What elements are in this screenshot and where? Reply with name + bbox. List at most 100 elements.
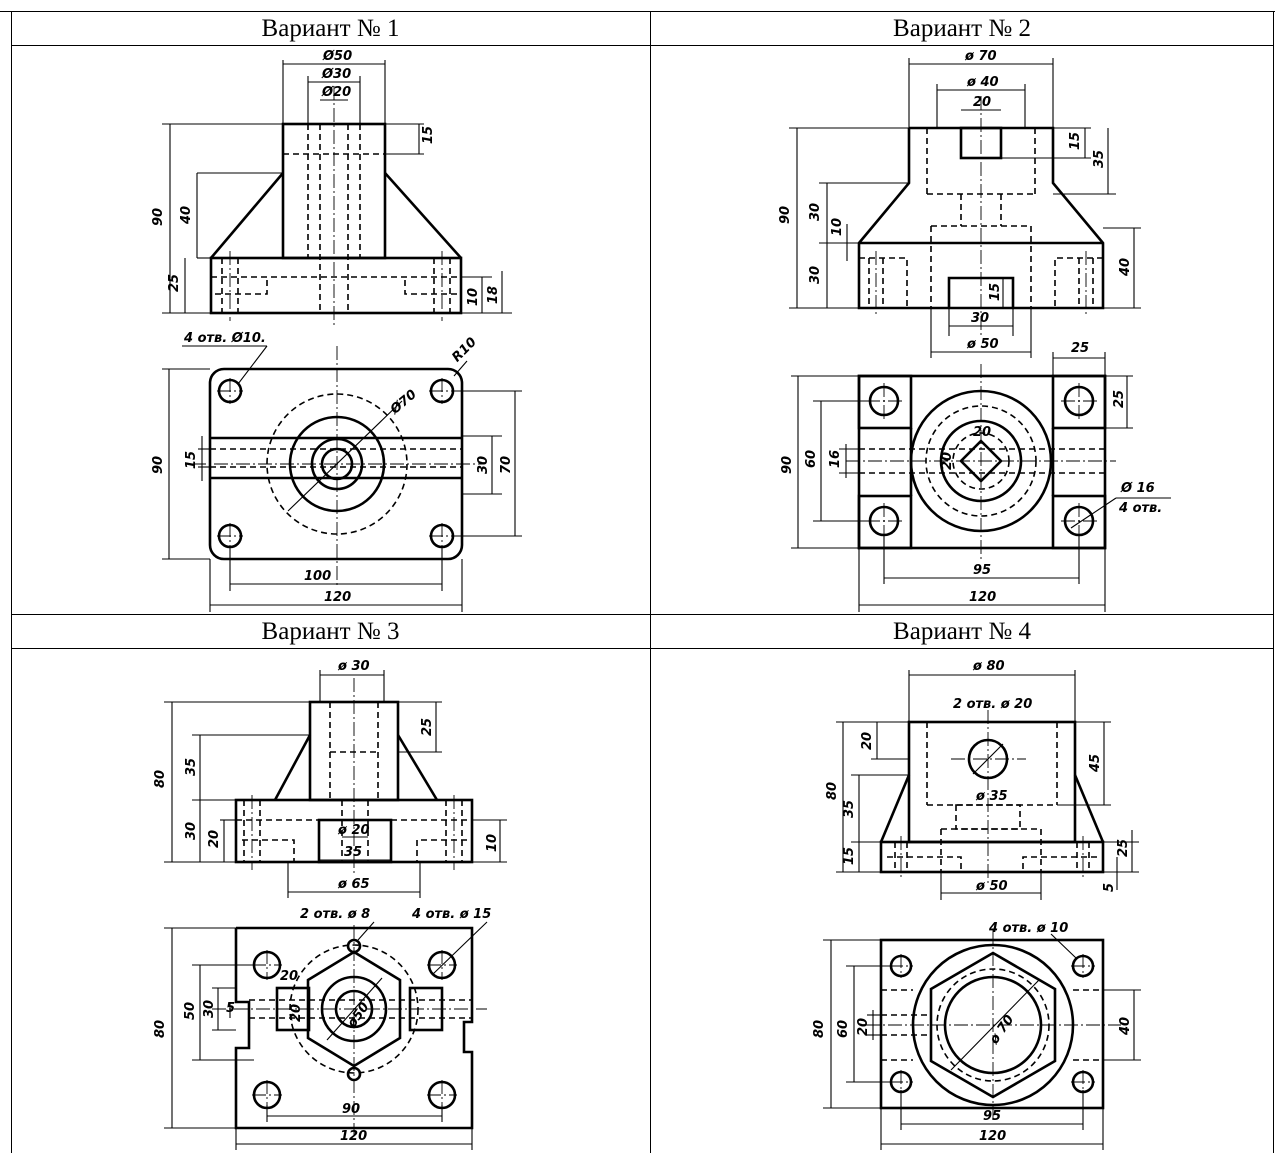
variant-1-title: Вариант № 1 — [11, 12, 650, 46]
variant-2-title: Вариант № 2 — [651, 12, 1273, 46]
table-divider-vertical — [650, 11, 651, 1153]
v3-dim-h80b: 80 — [153, 1020, 168, 1038]
v4-dim-d50: ø 50 — [975, 879, 1008, 894]
v4-dim-holes20: 2 отв. ø 20 — [953, 697, 1032, 712]
v3-dim-w90: 90 — [342, 1102, 360, 1117]
table-border-left — [11, 11, 12, 1153]
v2-dim-s20a: 20 — [973, 425, 991, 440]
table-border-right — [1273, 11, 1274, 1153]
v3-dim-s20b: 20 — [289, 1004, 304, 1022]
table-border-top — [0, 11, 1275, 12]
v1-dim-h15b: 15 — [184, 451, 199, 469]
v2-dim-w120: 120 — [969, 590, 996, 605]
variant-2-drawing: ø 70 ø 40 20 15 35 90 30 10 30 40 15 30 … — [778, 49, 1171, 612]
v4-dim-h20: 20 — [860, 732, 875, 750]
v3-dim-h25: 25 — [420, 718, 435, 736]
v4-dim-h15: 15 — [842, 847, 857, 865]
v3-dim-h30b: 30 — [202, 1000, 217, 1018]
v1-dim-holes: 4 отв. Ø10. — [183, 331, 266, 346]
v4-dim-w120: 120 — [979, 1129, 1006, 1144]
v4-dim-h45: 45 — [1088, 754, 1103, 773]
v1-dim-h90b: 90 — [151, 456, 166, 474]
v1-dim-h30: 30 — [476, 456, 491, 474]
variant-3-title: Вариант № 3 — [11, 615, 650, 649]
v1-dim-d30: Ø30 — [321, 67, 351, 82]
v1-dim-h25: 25 — [167, 274, 182, 292]
v2-dim-holes: 4 отв. — [1118, 501, 1162, 516]
v2-dim-h30a: 30 — [808, 203, 823, 221]
variant-4-title: Вариант № 4 — [651, 615, 1273, 649]
variant-1-drawing: Ø50 Ø30 Ø20 15 90 40 25 10 18 — [151, 49, 522, 612]
v4-dim-h40: 40 — [1118, 1017, 1133, 1036]
v3-dim-h10: 10 — [485, 834, 500, 852]
v3-dim-h50: 50 — [183, 1002, 198, 1020]
v3-dim-holes8: 2 отв. ø 8 — [300, 907, 370, 922]
v3-dim-d65: ø 65 — [337, 877, 370, 892]
table-divider-middle — [11, 614, 1274, 615]
v1-dim-r10: R10 — [449, 335, 479, 365]
v2-dim-h16: 16 — [828, 450, 843, 468]
v4-dim-h80: 80 — [825, 782, 840, 800]
v3-dim-h5: 5 — [226, 1001, 235, 1016]
v3-dim-s20a: 20 — [280, 969, 298, 984]
v4-dim-holes10: 4 отв. ø 10 — [988, 921, 1068, 936]
variant-3-top-view — [164, 921, 488, 1150]
v3-dim-d20: ø 20 — [337, 823, 370, 838]
v3-dim-holes15: 4 отв. ø 15 — [411, 907, 491, 922]
v1-dim-d50: Ø50 — [322, 49, 352, 64]
variant-1-top-view — [162, 345, 522, 612]
v2-dim-w25: 25 — [1071, 341, 1089, 356]
v2-dim-h40: 40 — [1118, 258, 1133, 277]
v4-dim-h60: 60 — [836, 1020, 851, 1038]
v3-dim-h35: 35 — [184, 758, 199, 776]
v3-dim-d30: ø 30 — [337, 659, 370, 674]
v2-dim-w30: 30 — [971, 311, 989, 326]
variant-4-drawing: ø 80 2 отв. ø 20 20 45 80 35 ø 35 15 25 … — [812, 659, 1141, 1150]
v2-dim-s20b: 20 — [940, 452, 955, 470]
v2-dim-w95: 95 — [973, 563, 991, 578]
v2-dim-d70: ø 70 — [964, 49, 997, 64]
v1-dim-h70: 70 — [499, 456, 514, 474]
variant-4-front-view — [836, 670, 1139, 900]
v1-dim-w120: 120 — [324, 590, 351, 605]
v1-dim-h40: 40 — [179, 206, 194, 225]
v4-dim-w95: 95 — [983, 1109, 1001, 1124]
v3-dim-h30: 30 — [184, 822, 199, 840]
v2-dim-h90b: 90 — [780, 456, 795, 474]
v3-dim-h80: 80 — [153, 770, 168, 788]
v3-dim-w120: 120 — [340, 1129, 367, 1144]
v4-dim-h5: 5 — [1102, 883, 1117, 892]
v2-dim-d16: Ø 16 — [1120, 481, 1155, 496]
v1-dim-w100: 100 — [304, 569, 331, 584]
v1-dim-h10: 10 — [466, 288, 481, 306]
v2-dim-h30b: 30 — [808, 266, 823, 284]
v4-dim-d35: ø 35 — [975, 789, 1008, 804]
v4-dim-h20b: 20 — [856, 1018, 871, 1036]
v4-dim-h35: 35 — [842, 800, 857, 818]
v1-dim-h15: 15 — [421, 126, 436, 144]
v4-dim-h80b: 80 — [812, 1020, 827, 1038]
v2-dim-h25: 25 — [1112, 390, 1127, 408]
v2-dim-h60: 60 — [804, 450, 819, 468]
v1-dim-h90: 90 — [151, 208, 166, 226]
v2-dim-h15: 15 — [1068, 132, 1083, 150]
v2-dim-h35: 35 — [1092, 150, 1107, 168]
v2-dim-w20: 20 — [973, 95, 991, 110]
v4-dim-h25: 25 — [1116, 839, 1131, 857]
v2-dim-h10: 10 — [830, 218, 845, 236]
v2-dim-d50: ø 50 — [966, 337, 999, 352]
variant-3-drawing: ø 30 25 80 35 30 20 ø 20 35 10 ø 65 — [153, 659, 507, 1150]
variant-3-front-view — [164, 670, 507, 898]
v2-dim-h90: 90 — [778, 206, 793, 224]
variant-4-top-view — [823, 930, 1141, 1150]
v2-dim-h15b: 15 — [988, 283, 1003, 301]
variant-2-top-view — [791, 352, 1171, 612]
v3-dim-h20: 20 — [207, 830, 222, 848]
v2-dim-d40: ø 40 — [966, 75, 999, 90]
v4-dim-d80: ø 80 — [972, 659, 1005, 674]
variant-2-front-view — [789, 58, 1141, 358]
v1-dim-h18: 18 — [486, 286, 501, 304]
variant-1-front-view — [162, 60, 512, 326]
v1-dim-d20: Ø20 — [321, 85, 351, 100]
